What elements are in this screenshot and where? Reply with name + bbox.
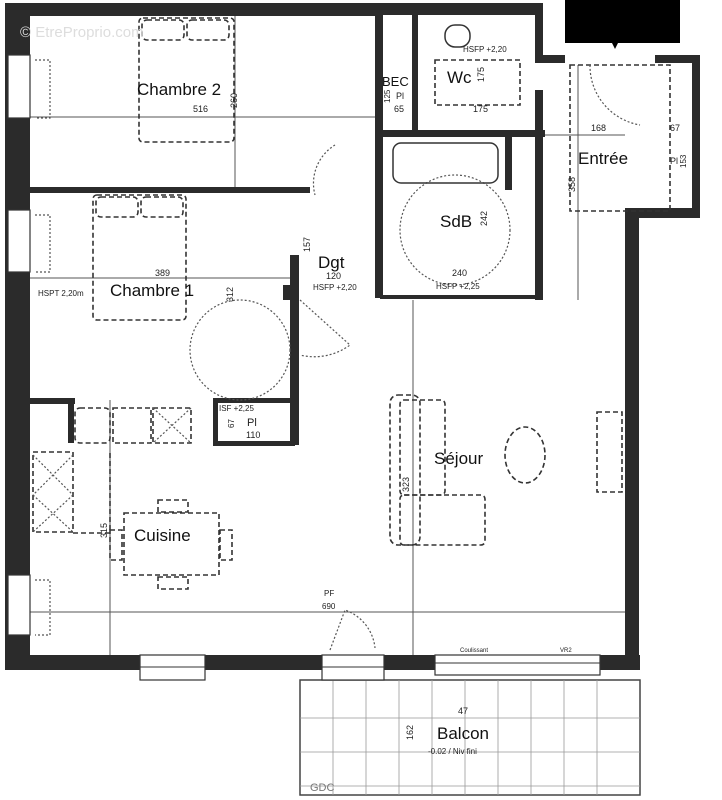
dim-sejour-depth: 323 (401, 477, 411, 492)
furniture (32, 17, 671, 651)
dim-balcon-depth: 162 (405, 725, 415, 740)
room-label-wc: Wc (447, 68, 472, 87)
annotation-pf: PF (324, 589, 334, 598)
labels: Chambre 2 516 260 Chambre 1 389 312 HSPT… (38, 45, 688, 794)
room-label-sejour: Séjour (434, 449, 483, 468)
annotation-pf-dim: 690 (322, 602, 336, 611)
dining-table (123, 512, 220, 576)
door-swing-entree (589, 64, 641, 126)
note-chambre-1: HSPT 2,20m (38, 289, 84, 298)
sink (74, 407, 111, 444)
note-sdb: HSFP +2,25 (436, 282, 480, 291)
hob (112, 407, 152, 444)
room-label-dgt: Dgt (318, 253, 345, 272)
room-label-chambre-1: Chambre 1 (110, 281, 194, 300)
dim-chambre-2-width: 516 (193, 104, 208, 114)
sofa (389, 394, 421, 546)
dim-sdb-width: 240 (452, 268, 467, 278)
dim-chambre-2-depth: 260 (229, 93, 239, 108)
dim-entree-depth: 358 (567, 177, 577, 192)
room-label-balcon: Balcon (437, 724, 489, 743)
bed-chambre-2 (138, 17, 235, 143)
balcon-level: -0.02 / Niv fini (428, 747, 477, 756)
bathtub (392, 142, 499, 184)
room-label-cuisine: Cuisine (134, 526, 191, 545)
label-bec-pl: Pl (396, 91, 404, 101)
entrance-arrow-icon (612, 43, 618, 49)
room-label-entree: Entrée (578, 149, 628, 168)
dim-dgt-width: 120 (326, 271, 341, 281)
label-placard-cuisine: Pl (247, 417, 257, 429)
dim-placard-entree-depth: 153 (679, 154, 688, 168)
dim-bec-width: 65 (394, 104, 404, 114)
windows (7, 54, 601, 681)
note-wc: HSFP +2,20 (463, 45, 507, 54)
dim-wc-depth: 175 (476, 67, 486, 82)
dim-chambre-1-depth: 312 (225, 287, 235, 302)
dim-placard-entree-width: 67 (670, 123, 680, 133)
room-label-sdb: SdB (440, 212, 472, 231)
balcony (299, 679, 641, 796)
bed-chambre-1 (92, 194, 187, 321)
dim-cuisine-depth: 315 (99, 523, 109, 538)
annotation-gdc: GDC (310, 782, 335, 794)
entrance-marker (565, 0, 680, 43)
dim-dgt-depth: 157 (302, 237, 312, 252)
annotation-vr: VR2 (560, 648, 572, 654)
note-placard-cuisine: ISF +2,25 (219, 404, 254, 413)
walls (5, 3, 700, 670)
dim-bec-depth: 125 (383, 89, 392, 103)
kitchen-counter (32, 451, 74, 533)
door-swing-dgt (312, 144, 336, 196)
dim-chambre-1-width: 389 (155, 268, 170, 278)
tv-unit (596, 411, 623, 493)
dim-placard-cuisine-depth: 67 (227, 419, 236, 428)
dim-placard-cuisine-width: 110 (246, 430, 260, 440)
note-dgt: HSFP +2,20 (313, 283, 357, 292)
dim-entree-width: 168 (591, 123, 606, 133)
coffee-table (504, 426, 546, 484)
dim-sdb-depth: 242 (479, 211, 489, 226)
dim-balcon-width: 47 (458, 706, 468, 716)
annotation-coulissant: Coulissant (460, 648, 488, 654)
watermark: © EtreProprio.com (20, 24, 144, 41)
door-swing-balcon (329, 609, 376, 651)
room-label-bec: BEC (382, 74, 409, 89)
dim-wc-width: 175 (473, 104, 488, 114)
label-placard-entree: Pl (670, 156, 678, 166)
guide-lines (30, 15, 625, 655)
wc-toilet (444, 24, 471, 48)
door-swing-sejour (299, 299, 351, 358)
room-label-chambre-2: Chambre 2 (137, 80, 221, 99)
